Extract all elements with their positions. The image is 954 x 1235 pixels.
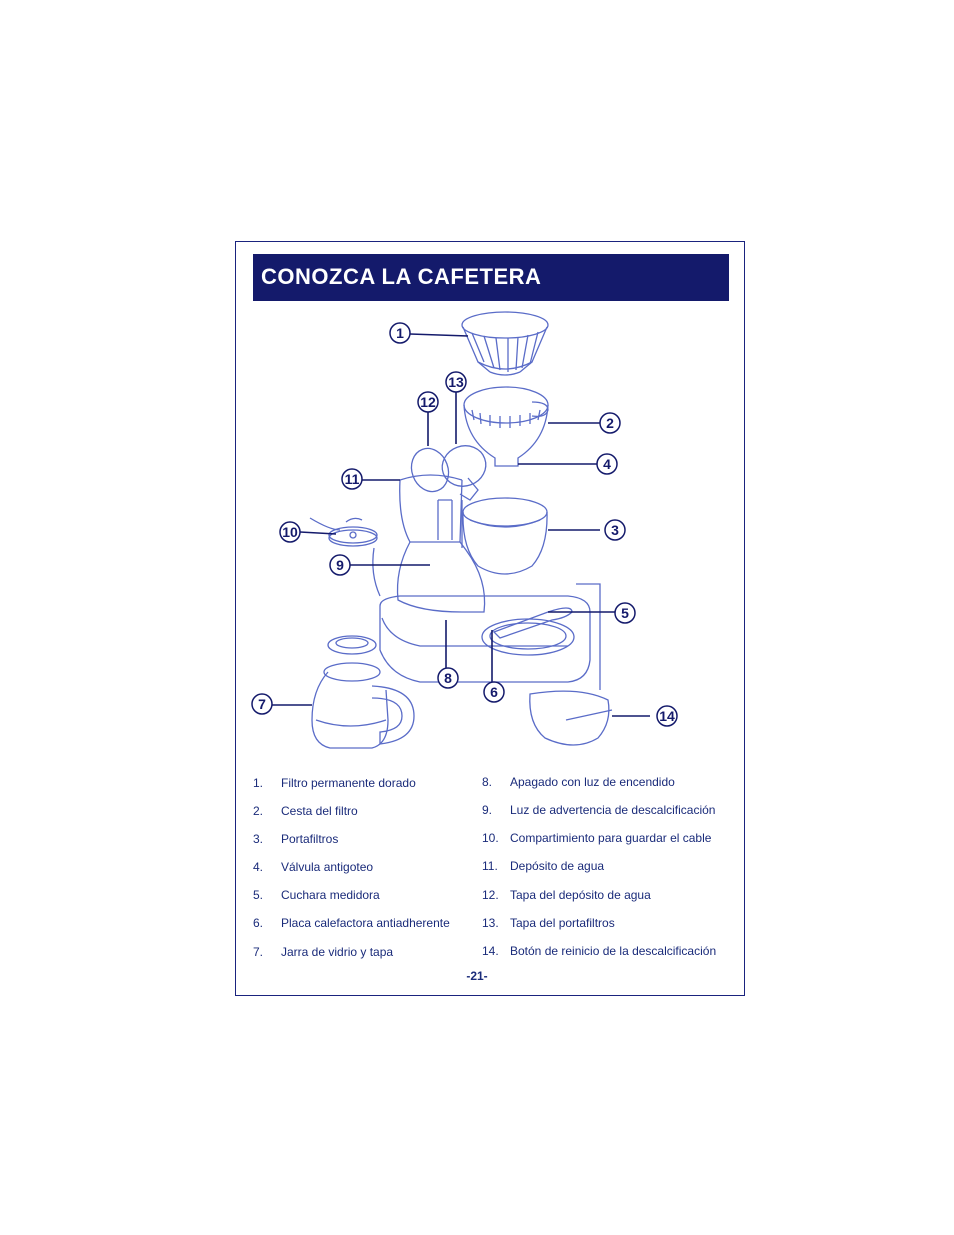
page-number: -21- [466, 969, 488, 983]
callout-9: 9 [329, 554, 351, 576]
svg-text:5: 5 [621, 605, 629, 621]
page-title: CONOZCA LA CAFETERA [261, 264, 542, 289]
callout-14: 14 [656, 705, 678, 727]
callout-1: 1 [389, 322, 411, 344]
callout-8: 8 [437, 667, 459, 689]
callout-10: 10 [279, 521, 301, 543]
callout-7: 7 [251, 693, 273, 715]
svg-text:10: 10 [282, 524, 298, 540]
callout-2: 2 [599, 412, 621, 434]
svg-text:13: 13 [448, 374, 464, 390]
svg-text:6: 6 [490, 684, 498, 700]
callout-13: 13 [445, 371, 467, 393]
callouts: 1 2 3 4 5 6 7 8 9 10 11 12 13 14 [251, 322, 678, 727]
descale-detail-drawing [529, 583, 613, 746]
cord-storage-drawing [309, 517, 381, 597]
svg-text:3: 3 [611, 522, 619, 538]
callout-5: 5 [614, 602, 636, 624]
lids-drawing [410, 445, 487, 501]
svg-text:9: 9 [336, 557, 344, 573]
gold-filter-drawing [461, 311, 549, 376]
callout-11: 11 [341, 468, 363, 490]
svg-text:12: 12 [420, 394, 436, 410]
svg-text:1: 1 [396, 325, 404, 341]
callout-12: 12 [417, 391, 439, 413]
filter-basket-drawing [463, 386, 549, 467]
callout-6: 6 [483, 681, 505, 703]
svg-text:7: 7 [258, 696, 266, 712]
title-bar: CONOZCA LA CAFETERA [253, 254, 729, 301]
svg-text:14: 14 [659, 708, 675, 724]
svg-text:2: 2 [606, 415, 614, 431]
svg-text:8: 8 [444, 670, 452, 686]
callout-4: 4 [596, 453, 618, 475]
callout-3: 3 [604, 519, 626, 541]
page-frame [235, 241, 745, 996]
glass-carafe-drawing [311, 635, 415, 749]
water-reservoir-drawing [396, 474, 486, 613]
svg-text:11: 11 [345, 471, 360, 487]
svg-text:4: 4 [603, 456, 611, 472]
filter-holder-drawing [462, 497, 548, 575]
leader-lines [272, 333, 650, 717]
base-drawing [379, 595, 591, 683]
